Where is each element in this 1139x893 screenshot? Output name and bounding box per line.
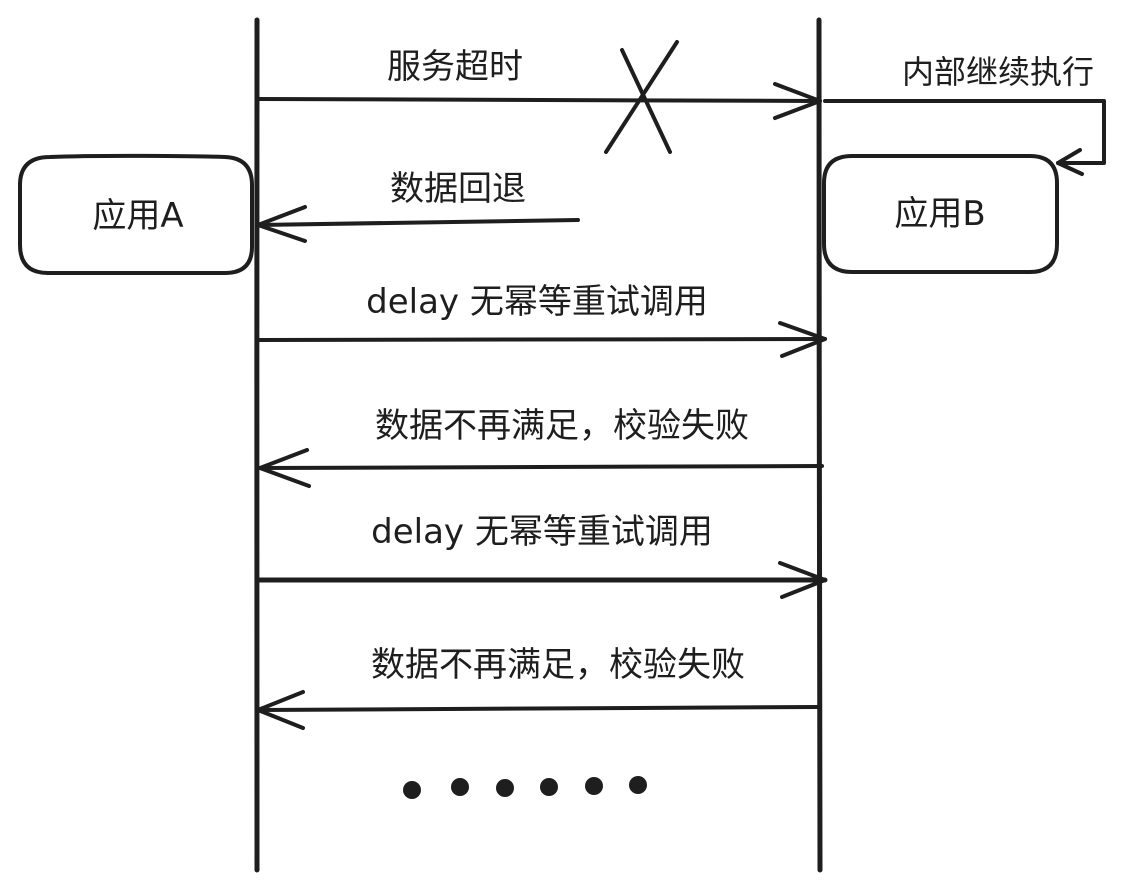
message-data-rollback: 数据回退	[256, 169, 580, 243]
message-check-fail-1: 数据不再满足，校验失败	[258, 406, 824, 488]
message-retry-2-label: delay 无幂等重试调用	[371, 512, 713, 552]
lifeline-app-a	[254, 17, 260, 873]
message-check-fail-2-label: 数据不再满足，校验失败	[371, 645, 745, 685]
participant-app-a-label: 应用A	[92, 196, 183, 236]
continuation-dot	[451, 778, 469, 796]
message-service-timeout: 服务超时	[258, 47, 822, 120]
lifeline-app-b	[816, 17, 823, 873]
message-check-fail-1-label: 数据不再满足，校验失败	[375, 406, 749, 446]
message-retry-2: delay 无幂等重试调用	[257, 512, 828, 599]
continuation-dot	[629, 776, 647, 794]
participant-app-a: 应用A	[18, 153, 254, 275]
message-retry-1: delay 无幂等重试调用	[258, 282, 827, 358]
participant-app-b-label: 应用B	[894, 194, 985, 234]
message-check-fail-2: 数据不再满足，校验失败	[256, 645, 820, 730]
participant-app-b: 应用B	[822, 154, 1059, 274]
continuation-dots	[403, 776, 647, 799]
self-loop-internal-continue: 内部继续执行	[823, 53, 1106, 176]
continuation-dot	[403, 781, 421, 799]
continuation-dot	[496, 779, 514, 797]
message-data-rollback-label: 数据回退	[390, 169, 526, 209]
message-retry-1-label: delay 无幂等重试调用	[366, 282, 708, 322]
message-service-timeout-label: 服务超时	[387, 47, 523, 87]
continuation-dot	[585, 777, 603, 795]
timeout-cross-mark	[604, 40, 679, 154]
self-loop-label: 内部继续执行	[902, 53, 1094, 91]
continuation-dot	[540, 778, 558, 796]
